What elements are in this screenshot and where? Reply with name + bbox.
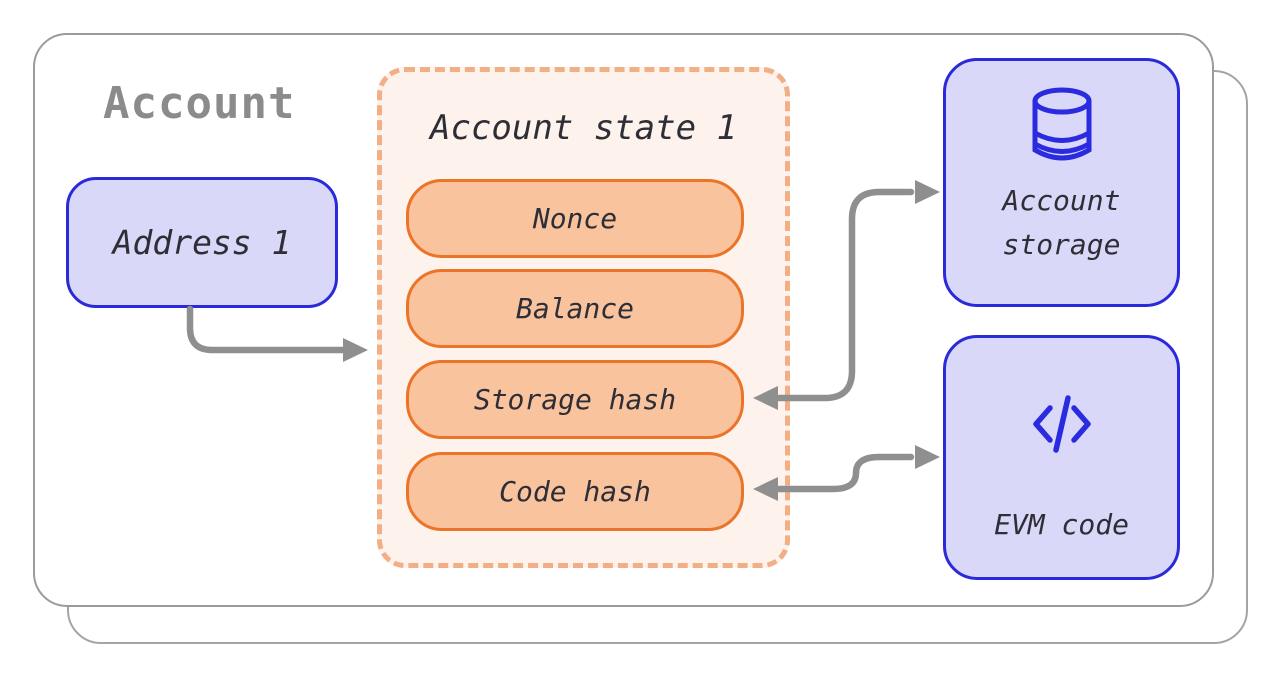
account-storage-label: Account storage [946, 179, 1177, 267]
account-storage-box: Account storage [943, 58, 1180, 307]
field-code-hash-label: Code hash [499, 475, 651, 508]
account-storage-label-line2: storage [1002, 228, 1121, 261]
field-balance: Balance [406, 269, 744, 348]
address-label: Address 1 [112, 223, 292, 262]
address-box: Address 1 [66, 177, 338, 308]
evm-code-label: EVM code [994, 508, 1129, 541]
account-state-title: Account state 1 [429, 108, 738, 148]
field-balance-label: Balance [515, 292, 634, 325]
account-storage-label-line1: Account [1002, 184, 1121, 217]
account-card-title: Account [103, 78, 296, 129]
field-storage-hash: Storage hash [406, 360, 744, 439]
database-icon [946, 87, 1177, 173]
account-state-box: Account state 1 Nonce Balance Storage ha… [377, 67, 790, 568]
field-storage-hash-label: Storage hash [473, 383, 677, 416]
field-code-hash: Code hash [406, 452, 744, 531]
code-icon [946, 393, 1177, 455]
evm-code-box: EVM code [943, 335, 1180, 580]
field-nonce-label: Nonce [532, 202, 618, 235]
field-nonce: Nonce [406, 179, 744, 258]
